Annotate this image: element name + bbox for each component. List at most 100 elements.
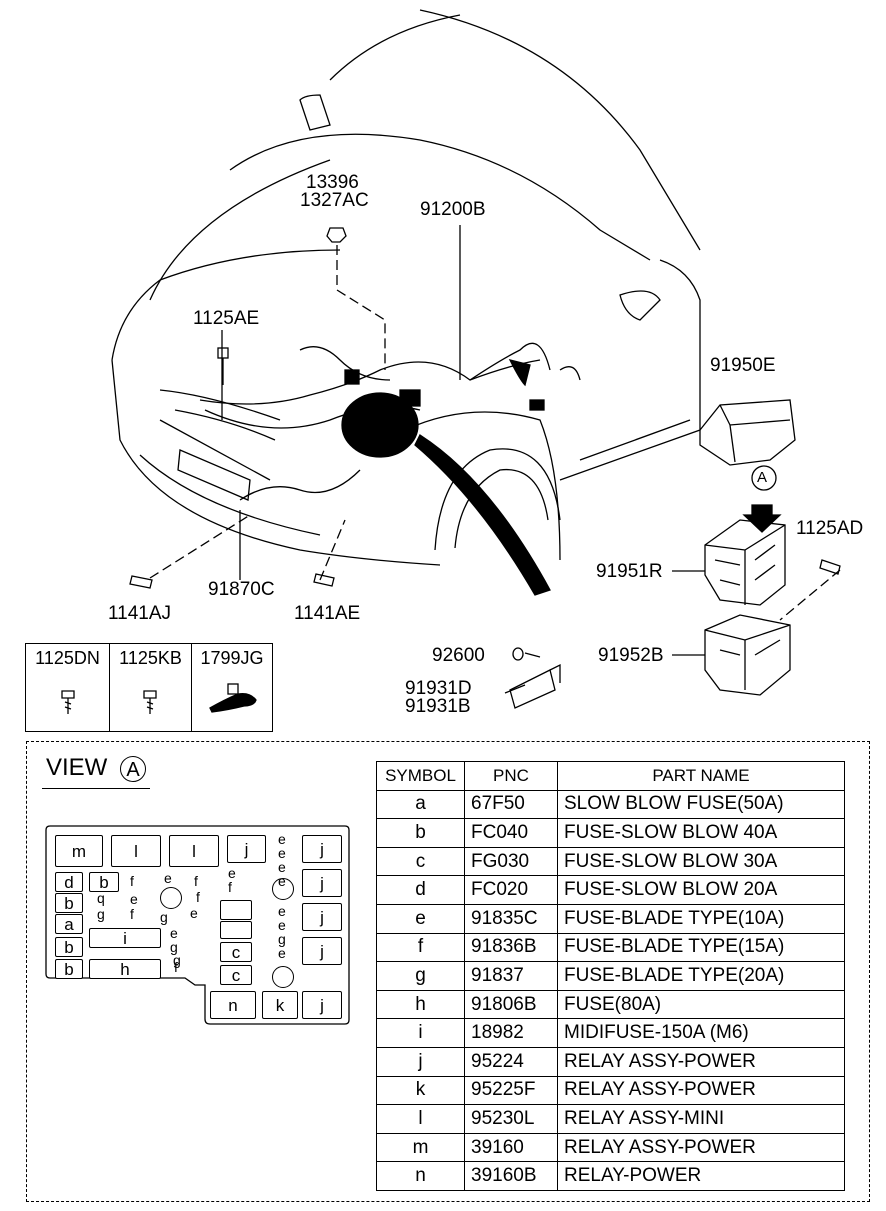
header-pnc: PNC — [464, 761, 558, 791]
fuse-slot-l: l — [169, 835, 219, 867]
callout-13396: 13396 — [306, 172, 359, 193]
small-parts-table: 1125DN 1125KB 1799JG — [25, 643, 273, 732]
blade-fuse-g: g — [173, 952, 181, 968]
cell-part-name: FUSE-BLADE TYPE(20A) — [557, 961, 845, 991]
small-part-label: 1125DN — [35, 648, 100, 668]
hardware-icons — [129, 227, 841, 589]
blade-fuse-e: e — [164, 870, 172, 886]
callout-91870c: 91870C — [208, 579, 275, 600]
fuse-slot-m: m — [55, 835, 103, 867]
view-circle-label: A — [120, 756, 146, 782]
cell-symbol: l — [376, 1104, 465, 1134]
bolt-icon — [143, 690, 157, 714]
fuse-block — [704, 519, 786, 606]
fuse-slot-c: c — [220, 965, 252, 985]
blade-fuse-e: e — [278, 917, 286, 933]
cell-symbol: h — [376, 989, 465, 1020]
cell-part-name: RELAY ASSY-MINI — [557, 1104, 845, 1134]
cell-pnc: FC040 — [464, 818, 558, 848]
fuse-slot-l: l — [111, 835, 161, 867]
wiring-harness — [199, 342, 551, 596]
cell-pnc: 95225F — [464, 1075, 558, 1106]
callout-91952b: 91952B — [598, 645, 664, 666]
blade-fuse-g: g — [278, 931, 286, 947]
blade-fuse-f: f — [194, 873, 198, 889]
blade-fuse-f: f — [130, 873, 134, 889]
cell-pnc: 18982 — [464, 1018, 558, 1048]
cell-part-name: FUSE-BLADE TYPE(15A) — [557, 932, 845, 963]
cell-pnc: 91806B — [464, 989, 558, 1020]
blade-fuse-e: e — [278, 945, 286, 961]
cell-symbol: i — [376, 1018, 465, 1048]
blade-fuse-e: e — [278, 831, 286, 847]
cell-pnc: FG030 — [464, 846, 558, 877]
cell-pnc: 95230L — [464, 1104, 558, 1134]
cell-symbol: j — [376, 1046, 465, 1077]
small-part-label: 1799JG — [200, 648, 264, 668]
cell-part-name: FUSE-SLOW BLOW 30A — [557, 846, 845, 877]
fuse-slot-j: j — [302, 869, 342, 897]
leader-lines — [149, 225, 841, 694]
fuse-slot-b: b — [89, 872, 119, 892]
callout-1141aj: 1141AJ — [108, 603, 172, 624]
blade-fuse-g: g — [97, 906, 105, 922]
callout-1327ac: 1327AC — [300, 190, 369, 211]
fuse-slot-j: j — [227, 835, 266, 863]
fuse-slot-b: b — [55, 937, 83, 957]
small-part-cell: 1125DN — [26, 644, 110, 731]
cell-symbol: d — [376, 875, 465, 905]
fuse-slot-b: b — [55, 893, 83, 913]
cell-symbol: a — [376, 789, 465, 820]
cell-symbol: c — [376, 846, 465, 877]
cell-symbol: b — [376, 818, 465, 848]
blade-fuse-f: f — [174, 959, 178, 975]
cell-part-name: RELAY ASSY-POWER — [557, 1046, 845, 1077]
cell-part-name: RELAY ASSY-POWER — [557, 1075, 845, 1106]
cell-part-name: RELAY ASSY-POWER — [557, 1132, 845, 1163]
cell-part-name: FUSE-SLOW BLOW 40A — [557, 818, 845, 848]
fuse-slot-j: j — [302, 991, 342, 1019]
table-header-row: SYMBOL PNC PART NAME — [376, 761, 845, 791]
blade-fuse-f: f — [228, 879, 232, 895]
cell-pnc: FC020 — [464, 875, 558, 905]
blade-fuse-e: e — [170, 925, 178, 941]
blade-fuse-q: q — [97, 890, 105, 906]
view-a-panel — [26, 741, 870, 1202]
fuse-slot-j: j — [302, 937, 342, 965]
blade-fuse-f: f — [130, 906, 134, 922]
stud-ring — [272, 966, 294, 988]
callout-91950e: 91950E — [710, 355, 776, 376]
blade-fuse-g: g — [160, 909, 168, 925]
cell-symbol: m — [376, 1132, 465, 1163]
view-label: VIEW — [46, 754, 108, 781]
cell-part-name: FUSE-BLADE TYPE(10A) — [557, 903, 845, 934]
cell-pnc: 91835C — [464, 903, 558, 934]
engine-wiring-drawing — [111, 9, 841, 709]
callout-91931d: 91931D — [405, 678, 472, 699]
header-symbol: SYMBOL — [376, 761, 465, 791]
fuse-slot-h: h — [89, 959, 161, 979]
callout-a: A — [757, 469, 768, 486]
cell-part-name: MIDIFUSE-150A (M6) — [557, 1018, 845, 1048]
small-part-label: 1125KB — [119, 648, 182, 668]
header-part-name: PART NAME — [557, 761, 845, 791]
cell-pnc: 67F50 — [464, 789, 558, 820]
fusebox-cover — [699, 399, 796, 466]
cell-part-name: FUSE(80A) — [557, 989, 845, 1020]
cell-pnc: 39160B — [464, 1161, 558, 1191]
cell-symbol: e — [376, 903, 465, 934]
blade-fuse-e: e — [278, 845, 286, 861]
callout-1125ad: 1125AD — [796, 518, 864, 539]
fuse-slot-i: i — [89, 928, 161, 948]
blade-fuse-e: e — [278, 859, 286, 875]
